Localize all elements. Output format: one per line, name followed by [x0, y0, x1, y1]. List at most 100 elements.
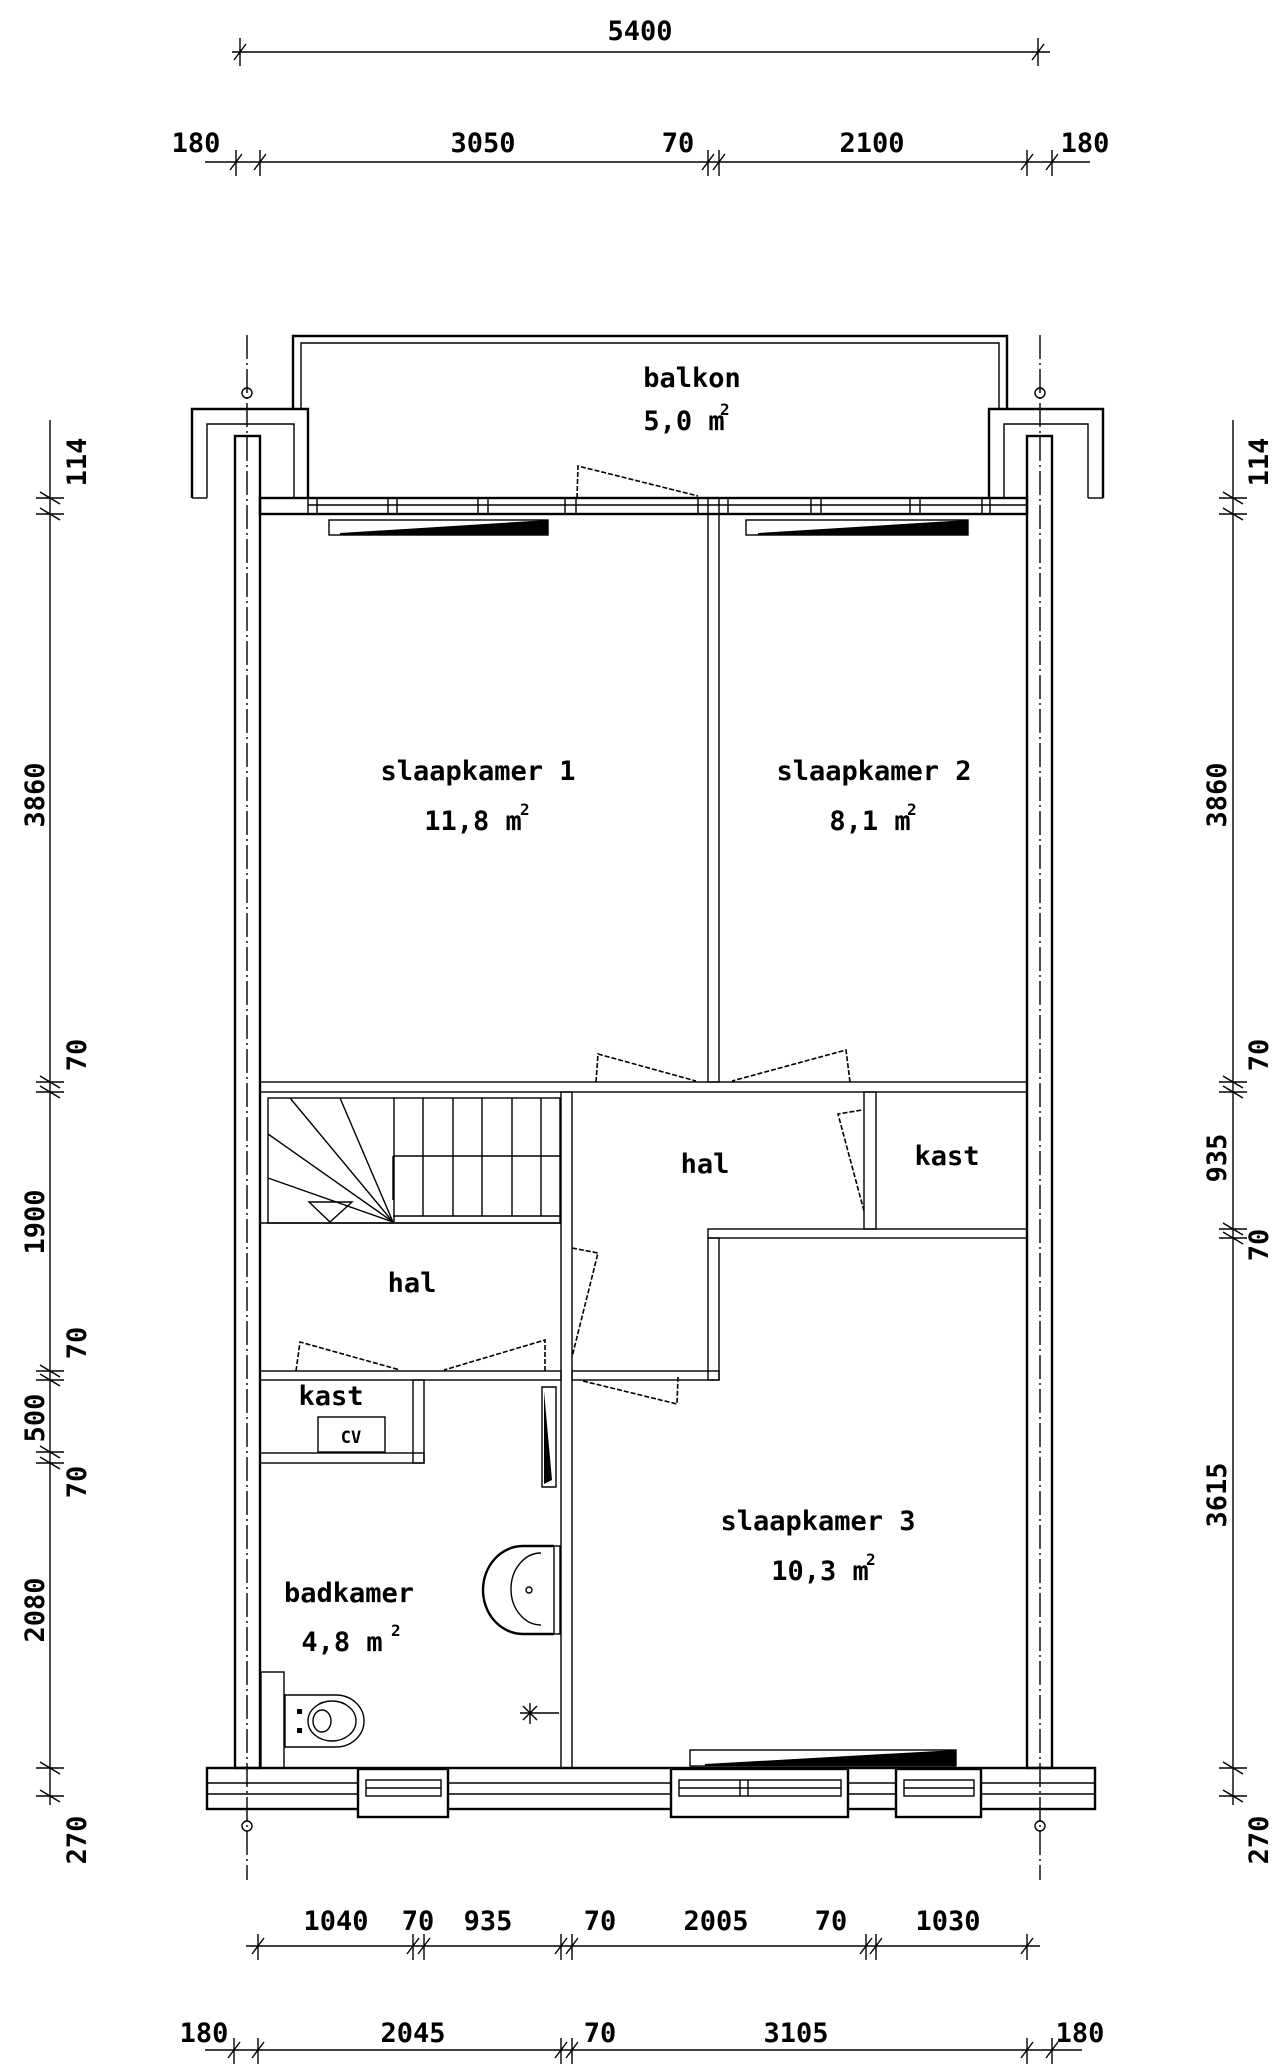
dimension-top-overall: 5400 — [232, 16, 1050, 66]
dim-label: 114 — [62, 438, 93, 487]
dim-label: 3050 — [450, 128, 515, 159]
floor-drain-icon — [520, 1703, 559, 1724]
room-area: 10,3 m — [771, 1556, 869, 1587]
rear-facade — [205, 1766, 1097, 1819]
bathroom-fixtures — [260, 1386, 561, 1769]
room-name: kast — [914, 1141, 979, 1172]
column-marker-icon — [241, 387, 253, 399]
room-name: slaapkamer 3 — [720, 1506, 915, 1537]
dim-label: 270 — [62, 1816, 93, 1865]
front-facade-window-frame — [258, 464, 1029, 516]
dim-label: 935 — [1202, 1134, 1233, 1183]
dim-label: 70 — [62, 1327, 93, 1360]
superscript: 2 — [520, 800, 530, 819]
room-label-slaapkamer-2: slaapkamer 2 8,1 m 2 — [776, 756, 971, 837]
dim-label: 70 — [584, 1906, 617, 1937]
room-label-hal-upper: hal — [681, 1149, 730, 1180]
dim-label: 5400 — [607, 16, 672, 47]
room-name: hal — [388, 1268, 437, 1299]
dim-label: 70 — [1244, 1229, 1275, 1262]
dim-label: 3860 — [1202, 762, 1233, 827]
door-slaapkamer-3 — [582, 1376, 679, 1406]
column-marker-icon — [241, 1820, 253, 1832]
dim-label: 114 — [1244, 438, 1275, 487]
left-pier — [190, 407, 310, 499]
doors — [295, 1048, 865, 1406]
dim-label: 180 — [1056, 2018, 1105, 2049]
room-label-kast-right: kast — [914, 1141, 979, 1172]
dim-label: 3105 — [763, 2018, 828, 2049]
column-marker-icon — [1034, 1820, 1046, 1832]
room-area: 4,8 m — [301, 1627, 382, 1658]
room-name: hal — [681, 1149, 730, 1180]
dim-label: 70 — [662, 128, 695, 159]
door-hal — [571, 1247, 599, 1358]
dim-label: 1900 — [20, 1189, 51, 1254]
room-name: slaapkamer 1 — [380, 756, 575, 787]
dim-label: 1030 — [915, 1906, 980, 1937]
radiator-slaapkamer-3 — [689, 1749, 957, 1767]
room-name: kast — [298, 1381, 363, 1412]
door-kast-left — [295, 1340, 401, 1372]
balcony-door-swing — [576, 464, 699, 499]
grid-axes — [241, 335, 1046, 1880]
room-area: 11,8 m — [424, 806, 522, 837]
dim-label: 2045 — [380, 2018, 445, 2049]
radiator-slaapkamer-1 — [328, 519, 549, 536]
dimension-bottom-chain-1: 1040 70 935 70 2005 70 1030 — [246, 1906, 1040, 1960]
superscript: 2 — [720, 400, 730, 419]
interior-walls — [259, 513, 1028, 1769]
dim-label: 70 — [1244, 1039, 1275, 1072]
room-name: balkon — [643, 363, 741, 394]
room-label-badkamer: badkamer 4,8 m 2 — [284, 1578, 414, 1658]
room-name: badkamer — [284, 1578, 414, 1609]
dim-label: 70 — [402, 1906, 435, 1937]
dimension-top-chain: 180 3050 70 2100 180 — [172, 128, 1110, 176]
room-label-slaapkamer-1: slaapkamer 1 11,8 m 2 — [380, 756, 575, 837]
door-kast — [836, 1109, 865, 1212]
superscript: 2 — [907, 800, 917, 819]
dimension-left-chain: 114 3860 70 1900 70 500 70 2080 270 — [20, 420, 93, 1864]
dimension-right-chain: 114 3860 70 935 70 3615 270 — [1202, 420, 1275, 1864]
radiator-slaapkamer-2 — [745, 519, 969, 536]
dim-label: 3860 — [20, 762, 51, 827]
staircase — [260, 1097, 561, 1224]
door-slaapkamer-2 — [731, 1048, 851, 1083]
dim-label: 70 — [62, 1466, 93, 1499]
room-label-balkon: balkon 5,0 m 2 — [643, 363, 741, 437]
room-label-hal-lower: hal — [388, 1268, 437, 1299]
toilet-icon — [260, 1671, 365, 1769]
side-walls — [233, 434, 1054, 1770]
dim-label: 270 — [1244, 1816, 1275, 1865]
dim-label: 2005 — [683, 1906, 748, 1937]
room-label-kast-left: kast CV — [298, 1381, 363, 1448]
dim-label: 1040 — [303, 1906, 368, 1937]
room-area: 5,0 m — [643, 406, 724, 437]
superscript: 2 — [866, 1550, 876, 1569]
dim-label: 2100 — [839, 128, 904, 159]
dim-label: 180 — [180, 2018, 229, 2049]
dim-label: 180 — [1061, 128, 1110, 159]
dim-label: 70 — [62, 1039, 93, 1072]
right-pier — [987, 407, 1105, 499]
room-area: 8,1 m — [829, 806, 910, 837]
superscript: 2 — [391, 1621, 401, 1640]
door-slaapkamer-1 — [595, 1052, 697, 1083]
dim-label: 70 — [584, 2018, 617, 2049]
dim-label: 70 — [815, 1906, 848, 1937]
stair-direction-arrow-icon — [307, 1201, 354, 1223]
door-badkamer — [443, 1338, 546, 1371]
column-marker-icon — [1034, 387, 1046, 399]
room-label-slaapkamer-3: slaapkamer 3 10,3 m 2 — [720, 1506, 915, 1587]
dim-label: 3615 — [1202, 1462, 1233, 1527]
dim-label: 2080 — [20, 1577, 51, 1642]
dimension-bottom-chain-2: 180 2045 70 3105 180 — [180, 2018, 1105, 2064]
cv-unit — [317, 1416, 386, 1453]
dim-label: 935 — [464, 1906, 513, 1937]
dim-label: 500 — [20, 1394, 51, 1443]
sink-icon — [481, 1544, 561, 1636]
room-name: slaapkamer 2 — [776, 756, 971, 787]
dim-label: 180 — [172, 128, 221, 159]
balcony — [291, 334, 1009, 409]
